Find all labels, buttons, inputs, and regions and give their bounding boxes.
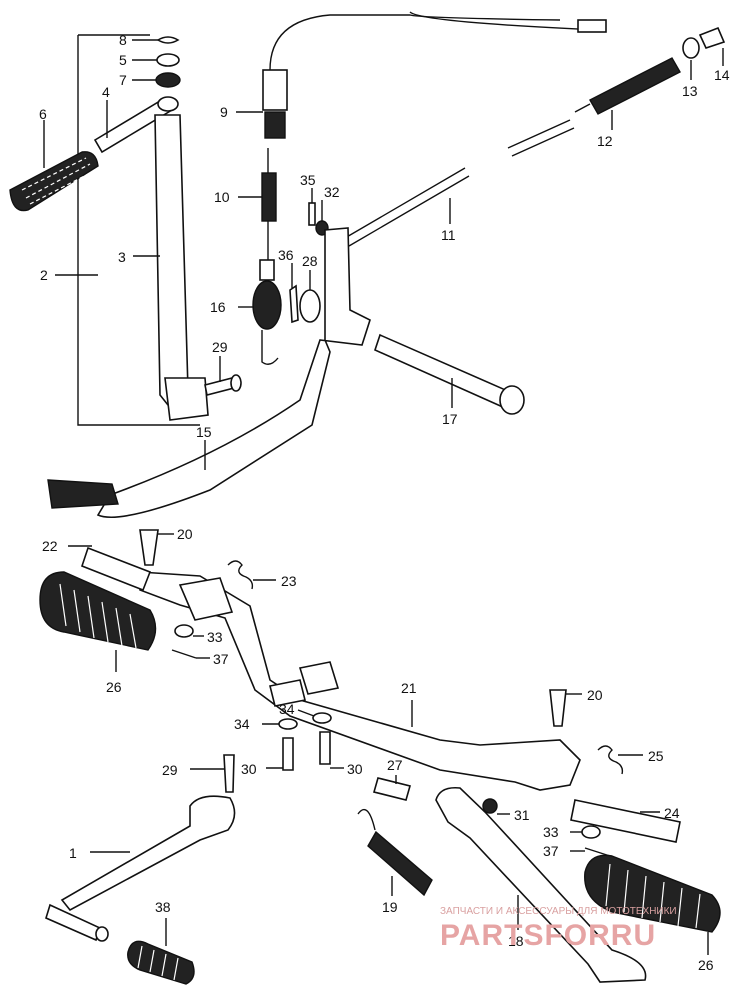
callout-17: 17 [442, 411, 458, 427]
watermark-caption: ЗАПЧАСТИ И АКСЕССУАРЫ ДЛЯ МОТОТЕХНИКИ [440, 906, 677, 917]
spring-part-19 [357, 808, 433, 897]
callout-18: 18 [508, 933, 524, 949]
ring-part-28 [299, 289, 321, 323]
collar-part-7 [155, 72, 181, 88]
spring-part-16 [252, 259, 282, 365]
grip-part-26-right [584, 854, 721, 933]
callout-33-right: 33 [543, 824, 559, 840]
callout-24: 24 [664, 805, 680, 821]
callout-30-b: 30 [347, 761, 363, 777]
callout-14: 14 [714, 67, 730, 83]
callout-28: 28 [302, 253, 318, 269]
callout-29-bottom: 29 [162, 762, 178, 778]
bolt-part-29-bottom [223, 754, 235, 793]
cable-wire [409, 11, 601, 31]
callout-34-a: 34 [234, 716, 250, 732]
washer-part-34-b [312, 712, 332, 724]
callout-29-top: 29 [212, 339, 228, 355]
switch-part-9 [262, 69, 288, 111]
callout-9: 9 [220, 104, 228, 120]
callout-26-left: 26 [106, 679, 122, 695]
washer-part-34-a [278, 718, 298, 730]
callout-13: 13 [682, 83, 698, 99]
callout-37-right: 37 [543, 843, 559, 859]
callout-10: 10 [214, 189, 230, 205]
spring-part-25 [597, 745, 624, 775]
callout-5: 5 [119, 52, 127, 68]
callout-19: 19 [382, 899, 398, 915]
callout-37-left: 37 [213, 651, 229, 667]
nut-part-31 [482, 798, 498, 814]
pin-part-20-right [549, 689, 567, 727]
callout-20-left: 20 [177, 526, 193, 542]
callout-2: 2 [40, 267, 48, 283]
callout-16: 16 [210, 299, 226, 315]
callout-8: 8 [119, 32, 127, 48]
part-27 [373, 777, 411, 801]
callout-31: 31 [514, 807, 530, 823]
rubber-part-38 [127, 940, 195, 985]
callout-7: 7 [119, 72, 127, 88]
switch-body [264, 111, 286, 139]
rod-part-11 [344, 167, 470, 247]
spring-part-12 [574, 57, 681, 115]
pipe-part-22 [81, 546, 152, 592]
callout-3: 3 [118, 249, 126, 265]
callout-11: 11 [441, 227, 456, 243]
rod-part-11-b [507, 119, 575, 157]
frame-part-21 [139, 571, 581, 791]
grip-part-6 [9, 151, 99, 212]
bolt-part-30-b [319, 731, 331, 765]
callout-30-a: 30 [241, 761, 257, 777]
callout-12: 12 [597, 133, 613, 149]
callout-32: 32 [324, 184, 340, 200]
watermark-logo: PARTSFORRU [440, 919, 656, 952]
grip-part-26-left [39, 571, 157, 651]
leader-line [297, 709, 315, 717]
callout-35: 35 [300, 172, 316, 188]
clip-part-8 [156, 36, 180, 44]
callout-15: 15 [196, 424, 212, 440]
callout-36: 36 [278, 247, 294, 263]
bolt-head [230, 374, 242, 392]
spring-part-23 [227, 560, 254, 590]
pin-part-20-left [139, 529, 159, 566]
pin-part-35 [308, 202, 316, 226]
pedal-arm-part-15 [47, 227, 371, 518]
nut-part-14 [698, 26, 726, 49]
callout-27: 27 [387, 757, 403, 773]
callout-23: 23 [281, 573, 297, 589]
callout-4: 4 [102, 84, 110, 100]
cable-end [577, 19, 607, 33]
lever-part-1 [45, 795, 236, 942]
callout-26-right: 26 [698, 957, 714, 973]
bolt-part-30-a [282, 737, 294, 771]
callout-38: 38 [155, 899, 171, 915]
washer-part-33-left [174, 624, 194, 638]
spring-part-10 [261, 148, 277, 260]
callout-20-right: 20 [587, 687, 603, 703]
shaft-head [157, 96, 179, 112]
washer-part-5 [156, 53, 180, 67]
arm-boss [164, 377, 209, 421]
pin-part-37-left [171, 649, 197, 659]
kick-arm-part-3 [154, 114, 189, 407]
shaft-part-17 [374, 333, 525, 415]
pipe-part-24 [570, 799, 681, 843]
washer-part-33-right [581, 825, 601, 839]
pin-part-36 [289, 284, 299, 324]
callout-34-b: 34 [279, 701, 295, 717]
callout-1: 1 [69, 845, 77, 861]
callout-22: 22 [42, 538, 58, 554]
callout-21: 21 [401, 680, 417, 696]
callout-25: 25 [648, 748, 664, 764]
callout-33-left: 33 [207, 629, 223, 645]
stand-part-18 [435, 786, 647, 983]
callout-6: 6 [39, 106, 47, 122]
cable-outer [269, 14, 561, 71]
collar-part-13 [682, 37, 700, 59]
